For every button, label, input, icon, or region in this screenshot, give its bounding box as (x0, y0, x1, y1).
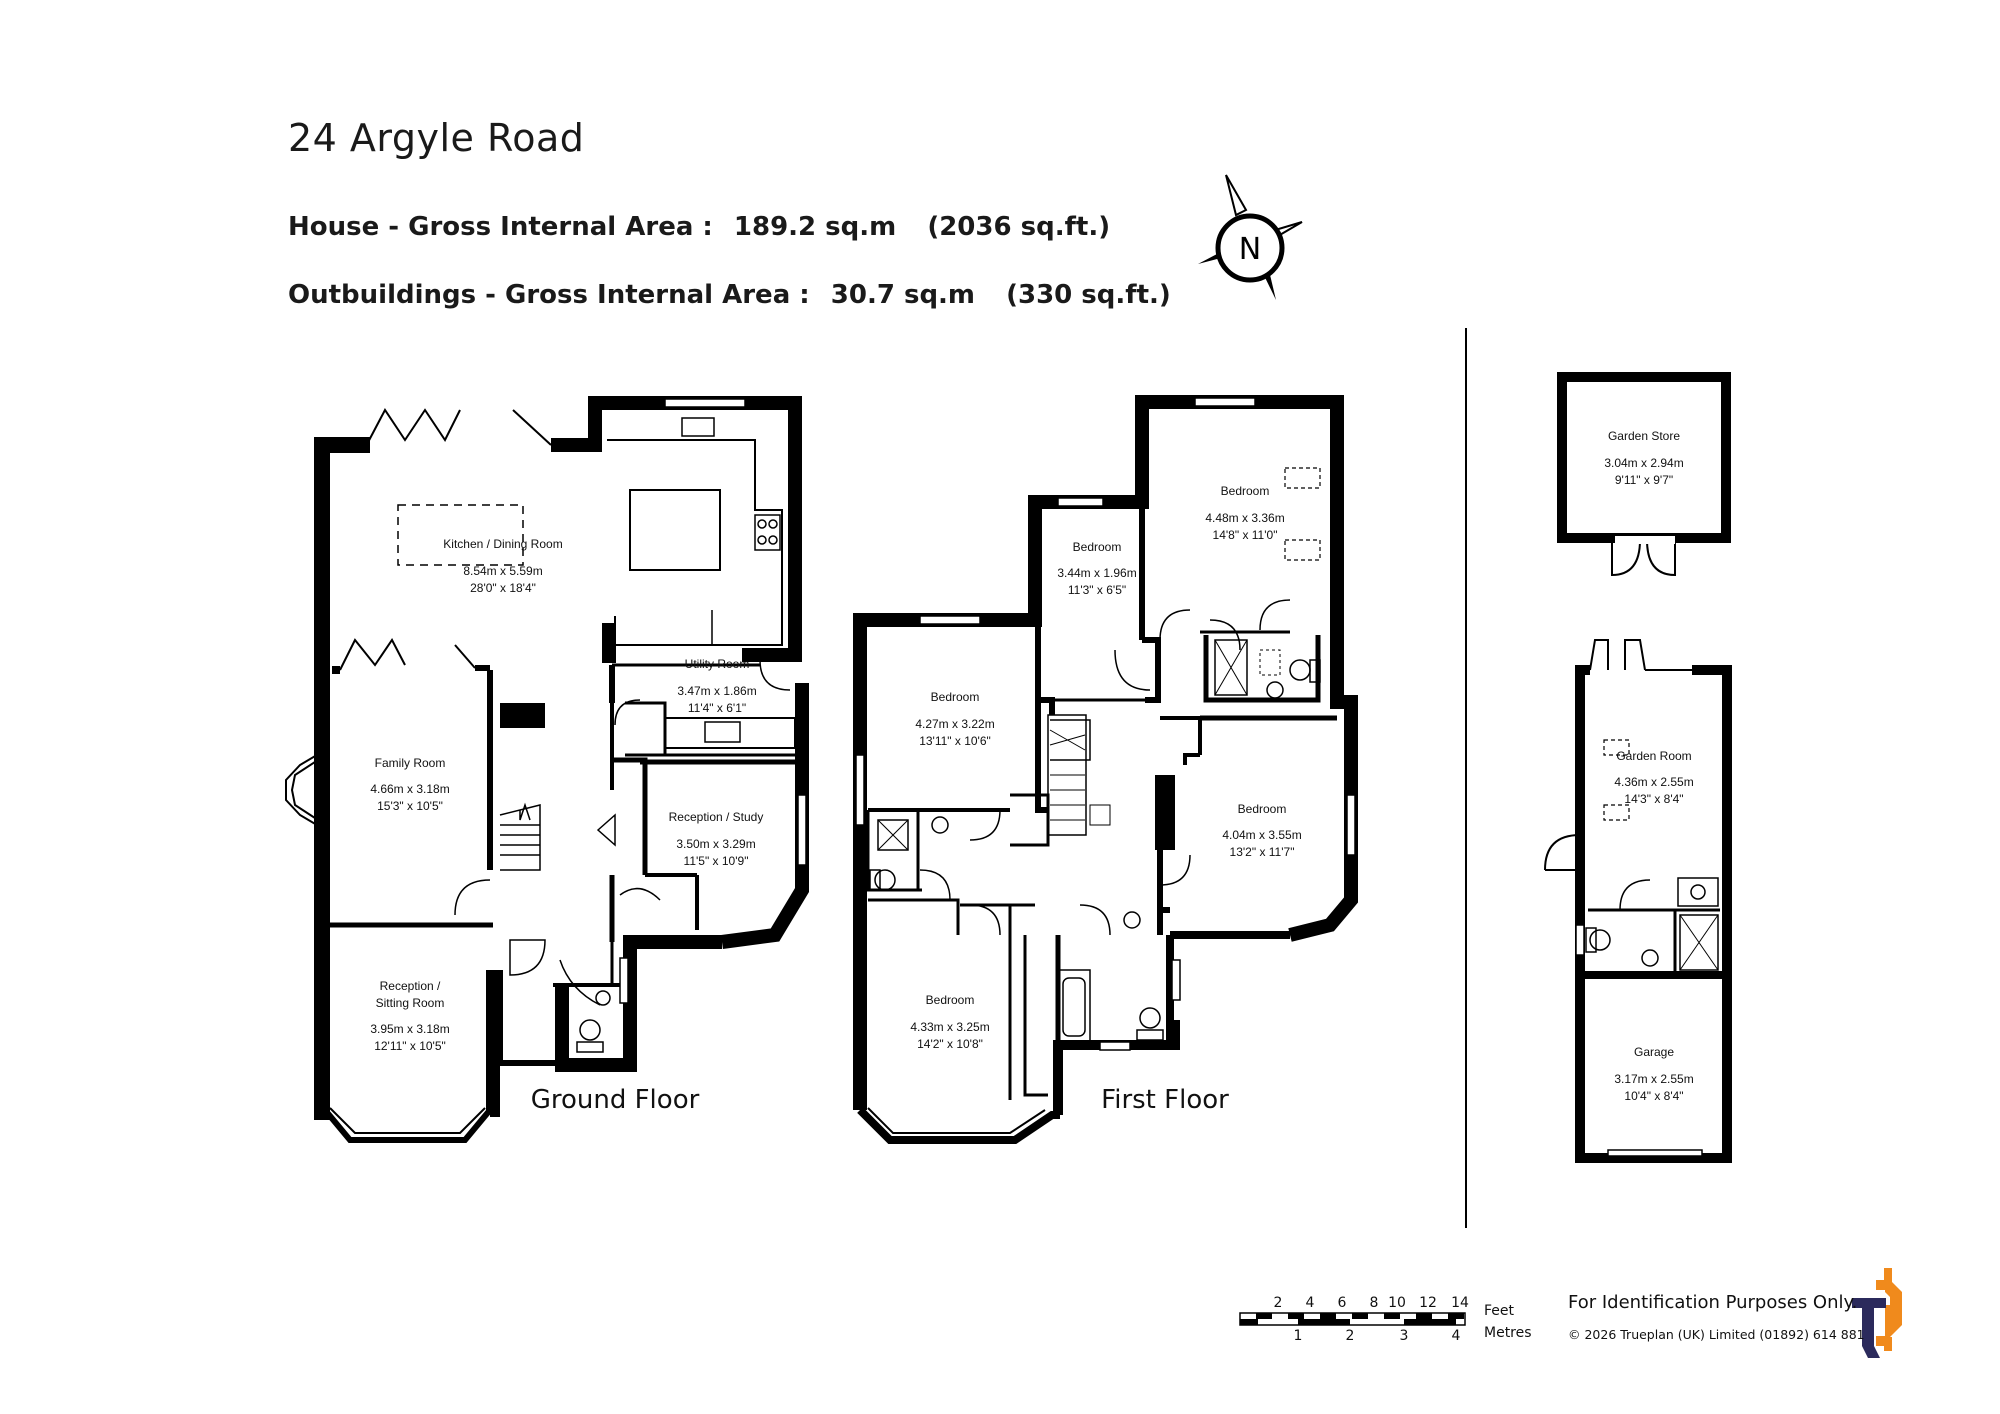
feet-tick-0: 2 (1274, 1295, 1283, 1311)
page-title: 24 Argyle Road (288, 116, 585, 160)
outbuildings-area-label: Outbuildings - Gross Internal Area : (288, 280, 810, 310)
bed2-metric: 3.44m x 1.96m (1057, 566, 1136, 580)
bed4-metric: 4.04m x 3.55m (1222, 828, 1301, 842)
feet-tick-5: 12 (1419, 1295, 1437, 1311)
bed3-imperial: 13'11" x 10'6" (919, 734, 991, 748)
ground-floor-label: Ground Floor (531, 1085, 700, 1115)
first-floor-label: First Floor (1101, 1085, 1229, 1115)
outbuildings-plan (1544, 372, 1732, 1163)
utility-imperial: 11'4" x 6'1" (688, 701, 746, 715)
sitting-imperial: 12'11" x 10'5" (374, 1039, 446, 1053)
house-area-sqm: 189.2 sq.m (733, 212, 897, 242)
outbuildings-area-sqm: 30.7 sq.m (830, 280, 976, 310)
bed2-imperial: 11'3" x 6'5" (1068, 583, 1126, 597)
room-labels: Kitchen / Dining Room 8.54m x 5.59m 28'0… (370, 429, 1693, 1115)
bed5-metric: 4.33m x 3.25m (910, 1020, 989, 1034)
kitchen-name: Kitchen / Dining Room (443, 537, 562, 551)
feet-tick-2: 6 (1338, 1295, 1347, 1311)
feet-tick-6: 14 (1451, 1295, 1469, 1311)
trueplan-logo-icon (1852, 1268, 1902, 1358)
house-area-sqft: (2036 sq.ft.) (927, 212, 1111, 242)
copyright-text: © 2026 Trueplan (UK) Limited (01892) 614… (1568, 1327, 1865, 1342)
outbuildings-area-sqft: (330 sq.ft.) (1006, 280, 1171, 310)
utility-name: Utility Room (685, 657, 750, 671)
ground-floor-plan (285, 396, 809, 1143)
bed4-name: Bedroom (1238, 802, 1287, 816)
feet-tick-1: 4 (1306, 1295, 1315, 1311)
groom-metric: 4.36m x 2.55m (1614, 775, 1693, 789)
gstore-metric: 3.04m x 2.94m (1604, 456, 1683, 470)
family-metric: 4.66m x 3.18m (370, 782, 449, 796)
bed1-name: Bedroom (1221, 484, 1270, 498)
compass-icon: N (1198, 174, 1303, 300)
groom-name: Garden Room (1616, 749, 1691, 763)
house-area: House - Gross Internal Area : 189.2 sq.m… (288, 212, 1110, 242)
metre-tick-0: 1 (1294, 1328, 1303, 1344)
groom-imperial: 14'3" x 8'4" (1624, 792, 1683, 806)
kitchen-imperial: 28'0" x 18'4" (470, 581, 536, 595)
family-name: Family Room (375, 756, 446, 770)
metre-tick-1: 2 (1346, 1328, 1355, 1344)
sitting-name-1: Reception / (380, 979, 441, 993)
house-area-label: House - Gross Internal Area : (288, 212, 713, 242)
study-name: Reception / Study (669, 810, 764, 824)
bed1-imperial: 14'8" x 11'0" (1213, 528, 1278, 542)
study-metric: 3.50m x 3.29m (676, 837, 755, 851)
utility-metric: 3.47m x 1.86m (677, 684, 756, 698)
identification-note: For Identification Purposes Only. (1568, 1292, 1858, 1313)
bed4-imperial: 13'2" x 11'7" (1230, 845, 1295, 859)
study-imperial: 11'5" x 10'9" (684, 854, 749, 868)
feet-label: Feet (1484, 1303, 1515, 1319)
compass-letter: N (1239, 232, 1261, 267)
metre-tick-3: 4 (1452, 1328, 1461, 1344)
garage-imperial: 10'4" x 8'4" (1624, 1089, 1683, 1103)
kitchen-metric: 8.54m x 5.59m (463, 564, 542, 578)
outbuildings-area: Outbuildings - Gross Internal Area : 30.… (288, 280, 1171, 310)
sitting-metric: 3.95m x 3.18m (370, 1022, 449, 1036)
sitting-name-2: Sitting Room (376, 996, 445, 1010)
bed3-name: Bedroom (931, 690, 980, 704)
bed5-imperial: 14'2" x 10'8" (917, 1037, 983, 1051)
first-floor-plan (853, 395, 1358, 1144)
gstore-imperial: 9'11" x 9'7" (1615, 473, 1673, 487)
metre-tick-2: 3 (1400, 1328, 1409, 1344)
garage-metric: 3.17m x 2.55m (1614, 1072, 1693, 1086)
bed1-metric: 4.48m x 3.36m (1205, 511, 1284, 525)
scale-bar: 2 4 6 8 10 12 14 1 2 3 4 Feet Metres (1239, 1295, 1532, 1344)
bed3-metric: 4.27m x 3.22m (915, 717, 994, 731)
garage-name: Garage (1634, 1045, 1674, 1059)
bed5-name: Bedroom (926, 993, 975, 1007)
feet-tick-3: 8 (1370, 1295, 1379, 1311)
gstore-name: Garden Store (1608, 429, 1680, 443)
bed2-name: Bedroom (1073, 540, 1122, 554)
family-imperial: 15'3" x 10'5" (377, 799, 443, 813)
feet-tick-4: 10 (1388, 1295, 1406, 1311)
metres-label: Metres (1484, 1325, 1532, 1341)
